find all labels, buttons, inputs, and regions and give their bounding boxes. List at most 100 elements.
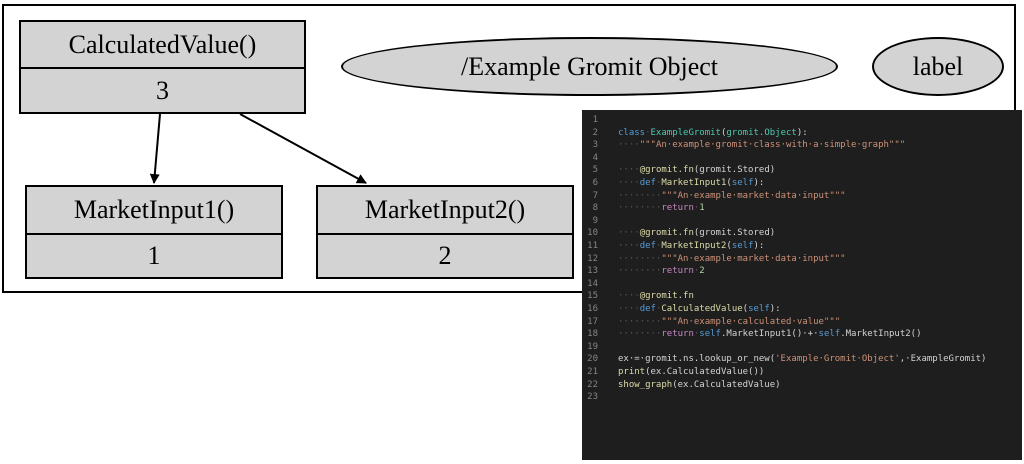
code-token: """An·example·calculated·value""" bbox=[661, 316, 841, 327]
code-token: """An·example·market·data·input""" bbox=[661, 253, 846, 264]
code-line: 9 bbox=[582, 215, 1022, 228]
line-number: 9 bbox=[592, 215, 598, 226]
code-token: """An·example·market·data·input""" bbox=[661, 190, 846, 201]
code-token: ···· bbox=[618, 178, 640, 188]
code-token: ···· bbox=[618, 241, 640, 251]
node-market-input1[interactable]: MarketInput1() 1 bbox=[25, 185, 283, 279]
node-value: 2 bbox=[438, 241, 452, 270]
line-number: 12 bbox=[587, 253, 598, 264]
line-number: 4 bbox=[592, 152, 598, 163]
code-token: ········ bbox=[618, 203, 662, 214]
code-line: 16····def·CalculatedValue(self): bbox=[582, 303, 1022, 316]
code-token: ): bbox=[796, 127, 808, 138]
label-ellipse: label bbox=[872, 37, 1004, 96]
code-token: def bbox=[639, 241, 656, 251]
line-number: 11 bbox=[587, 241, 598, 251]
edge-calculated-to-market1 bbox=[149, 113, 161, 184]
code-token: ···· bbox=[618, 291, 640, 302]
code-line: 2 class·ExampleGromit(gromit.Object): bbox=[582, 127, 1022, 140]
node-divider bbox=[318, 233, 572, 235]
code-token: ExampleGromit bbox=[650, 127, 721, 138]
code-token: gromit.Object bbox=[726, 127, 797, 138]
code-line: 12 ········"""An·example·market·data·inpu… bbox=[582, 253, 1022, 266]
line-number: 13 bbox=[587, 266, 598, 277]
code-token: return bbox=[661, 266, 694, 277]
node-divider bbox=[27, 233, 281, 235]
code-token: · bbox=[693, 203, 700, 214]
line-number: 10 bbox=[587, 228, 598, 239]
line-number: 19 bbox=[587, 341, 598, 352]
code-token: 2 bbox=[699, 266, 705, 277]
code-token: self bbox=[731, 241, 754, 251]
code-line: 13········return·2 bbox=[582, 265, 1022, 278]
code-text: ········return·1 bbox=[618, 202, 705, 215]
code-token: 'Example·Gromit·Object' bbox=[775, 354, 900, 365]
line-number: 3 bbox=[592, 140, 598, 151]
code-token: ···· bbox=[618, 140, 640, 151]
code-token: ( bbox=[726, 241, 732, 251]
code-text: ········return·self.MarketInput1()·+·sel… bbox=[618, 328, 922, 341]
line-number: 7 bbox=[592, 190, 598, 201]
code-text: print(ex.CalculatedValue()) bbox=[618, 366, 764, 379]
code-token: ): bbox=[753, 241, 765, 251]
code-token: · bbox=[655, 178, 662, 188]
code-token: · bbox=[645, 127, 651, 138]
code-token: (ex.CalculatedValue()) bbox=[645, 367, 765, 377]
node-title: MarketInput2() bbox=[364, 195, 526, 224]
code-token: · bbox=[655, 304, 662, 314]
code-token: ): bbox=[753, 178, 765, 188]
node-title: MarketInput1() bbox=[73, 195, 235, 224]
code-text: ····@gromit.fn bbox=[618, 290, 694, 303]
line-number: 6 bbox=[592, 178, 598, 188]
code-token: ········ bbox=[618, 190, 662, 201]
node-calculated-value[interactable]: CalculatedValue() 3 bbox=[19, 20, 306, 114]
line-number: 15 bbox=[587, 291, 598, 302]
line-number: 2 bbox=[592, 127, 598, 138]
line-number: 23 bbox=[587, 392, 598, 403]
node-value: 1 bbox=[147, 241, 161, 270]
code-line: 15 ····@gromit.fn bbox=[582, 290, 1022, 303]
code-token: @gromit.fn bbox=[639, 165, 694, 176]
code-text: ········"""An·example·market·data·input"… bbox=[618, 253, 846, 266]
line-number: 5 bbox=[592, 165, 598, 176]
code-text: ····@gromit.fn(gromit.Stored) bbox=[618, 227, 775, 240]
line-number: 20 bbox=[587, 354, 598, 365]
code-line: 11 ····def·MarketInput2(self): bbox=[582, 240, 1022, 253]
line-number: 21 bbox=[587, 367, 598, 377]
code-line: 1 bbox=[582, 114, 1022, 127]
code-line: 7 ········"""An·example·market·data·input… bbox=[582, 190, 1022, 203]
code-line: 20 ex·=·gromit.ns.lookup_or_new('Example·… bbox=[582, 353, 1022, 366]
code-token: print bbox=[618, 367, 646, 377]
code-text: ····"""An·example·gromit·class·with·a·si… bbox=[618, 139, 905, 152]
code-token: · bbox=[655, 241, 662, 251]
node-market-input2[interactable]: MarketInput2() 2 bbox=[316, 185, 574, 279]
code-token: ,·ExampleGromit) bbox=[899, 354, 987, 365]
code-token: """An·example·gromit·class·with·a·simple… bbox=[639, 140, 906, 151]
code-line: 4 bbox=[582, 152, 1022, 165]
code-token: CalculatedValue bbox=[661, 304, 743, 314]
code-token: .MarketInput2() bbox=[840, 329, 922, 340]
code-token: ex·=·gromit.ns.lookup_or_new( bbox=[618, 354, 776, 365]
code-token: .MarketInput1()·+· bbox=[720, 329, 819, 340]
code-token: ( bbox=[720, 127, 727, 138]
code-token: class bbox=[618, 127, 646, 138]
line-number: 14 bbox=[587, 278, 598, 289]
code-text: ····def·MarketInput2(self): bbox=[618, 240, 764, 253]
code-token: (gromit.Stored) bbox=[693, 228, 776, 239]
code-token: 1 bbox=[699, 203, 705, 214]
code-token: @gromit.fn bbox=[639, 228, 694, 239]
code-token: · bbox=[693, 329, 700, 340]
code-line: 17········"""An·example·calculated·value… bbox=[582, 316, 1022, 329]
code-token: return bbox=[661, 329, 694, 340]
code-token: MarketInput2 bbox=[661, 241, 727, 251]
line-number: 17 bbox=[587, 316, 598, 327]
code-token: (gromit.Stored) bbox=[693, 165, 776, 176]
code-token: def bbox=[639, 304, 656, 314]
code-token: · bbox=[693, 266, 700, 277]
code-token: self bbox=[731, 178, 754, 188]
code-token: show_graph bbox=[618, 379, 673, 390]
code-line: 8········return·1 bbox=[582, 202, 1022, 215]
